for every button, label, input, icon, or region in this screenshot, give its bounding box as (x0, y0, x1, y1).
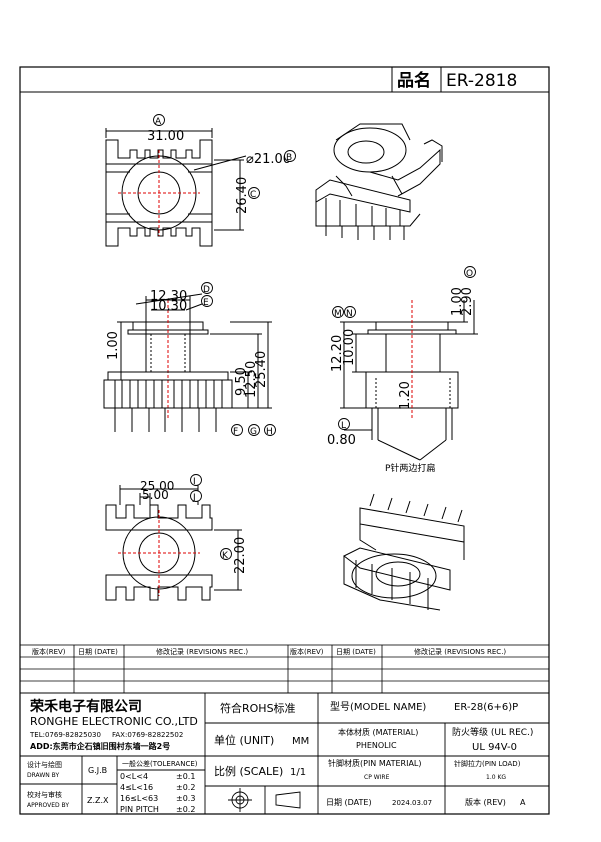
bottom-dim-5-00: 5.00 (142, 488, 169, 502)
unit-label: 单位 (UNIT) (214, 733, 274, 747)
balloon-g: G (250, 427, 257, 437)
scale-value: 1/1 (290, 767, 306, 778)
side-dim-1-20: 1.20 (398, 381, 413, 410)
iso-view-top (315, 123, 443, 240)
pin-load-value: 1.0 KG (486, 774, 506, 781)
front-view (103, 293, 272, 432)
rev-col-rec-left: 修改记录 (REVISIONS REC.) (156, 647, 248, 656)
company-tel: TEL:0769-82825030 (29, 731, 101, 739)
tol-row-1-value: ±0.2 (176, 783, 195, 792)
material-value: PHENOLIC (356, 741, 397, 750)
top-dim-diameter: ⌀21.00 (246, 152, 291, 167)
pin-flatten-note: P针两边打扁 (385, 462, 435, 474)
company-address: ADD:东莞市企石镇旧围村东墙一路2号 (30, 741, 170, 751)
rev-value: A (520, 798, 526, 807)
title-block-grid (19, 692, 550, 815)
drawn-by-label-cn: 设计与绘图 (27, 760, 62, 769)
tolerance-title: 一般公差(TOLERANCE) (122, 759, 198, 768)
tol-row-2-value: ±0.3 (176, 794, 195, 803)
top-dim-height: 26.40 (235, 177, 250, 214)
balloon-d: D (203, 285, 210, 295)
side-dim-2-90: 2.90 (460, 287, 475, 316)
rev-col-rev-right: 版本(REV) (290, 647, 324, 656)
balloon-o: O (466, 269, 473, 279)
front-dim-9-50: 9.50 (234, 367, 249, 396)
rev-label: 版本 (REV) (465, 797, 506, 807)
side-dim-1-00: 1.00 (450, 287, 465, 316)
balloon-b: B (286, 153, 292, 163)
front-dim-12-30: 12.30 (150, 289, 187, 304)
balloon-c: C (250, 190, 256, 200)
side-dim-0-80: 0.80 (327, 433, 356, 448)
top-dim-width: 31.00 (147, 129, 184, 144)
company-name-cn: 荣禾电子有限公司 (29, 698, 142, 715)
company-name-en: RONGHE ELECTRONIC CO.,LTD (30, 715, 198, 728)
company-fax: FAX:0769-82822502 (112, 731, 183, 739)
ul-value: UL 94V-0 (472, 742, 517, 753)
pin-load-label: 针脚拉力(PIN LOAD) (454, 759, 521, 768)
balloon-k: K (222, 551, 229, 561)
bottom-dim-25-00: 25.00 (140, 479, 174, 493)
projection-symbol-icon (228, 788, 301, 812)
side-dim-12-20: 12.20 (330, 335, 345, 372)
part-name-label: 品名 (397, 70, 431, 91)
top-view (105, 128, 247, 247)
material-label: 本体材质 (MATERIAL) (338, 727, 418, 737)
side-view (340, 300, 478, 461)
date-value: 2024.03.07 (392, 799, 432, 807)
tol-row-2-range: 16≤L<63 (120, 794, 158, 803)
bottom-view (105, 485, 242, 601)
balloon-m: M (334, 309, 342, 319)
pin-material-value: CP WIRE (364, 774, 390, 781)
rohs-compliance: 符合ROHS标准 (220, 701, 296, 715)
rev-col-date-right: 日期 (DATE) (336, 648, 376, 656)
scale-label: 比例 (SCALE) (214, 764, 283, 778)
model-label: 型号(MODEL NAME) (330, 700, 426, 713)
balloon-e: E (203, 298, 209, 308)
balloon-a: A (155, 117, 162, 127)
approved-by-label-en: APPROVED BY (27, 802, 69, 809)
front-dim-10-30: 10.30 (150, 299, 187, 314)
front-dim-12-50: 12.50 (244, 361, 259, 398)
approved-by-value: Z.Z.X (87, 796, 109, 805)
tol-row-3-range: PIN PITCH (120, 805, 159, 814)
ul-label: 防火等级 (UL REC.) (452, 726, 533, 738)
drawn-by-value: G.J.B (88, 766, 107, 775)
date-label: 日期 (DATE) (326, 798, 372, 807)
rev-col-rev-left: 版本(REV) (32, 647, 66, 656)
tol-row-1-range: 4≤L<16 (120, 783, 153, 792)
side-dim-10-00: 10.00 (342, 329, 357, 366)
drawn-by-label-en: DRAWN BY (27, 772, 59, 779)
rev-col-rec-right: 修改记录 (REVISIONS REC.) (414, 647, 506, 656)
unit-value: MM (292, 736, 309, 747)
balloon-i: I (193, 477, 196, 487)
pin-material-label: 针脚材质(PIN MATERIAL) (328, 758, 422, 768)
tol-row-3-value: ±0.2 (176, 805, 195, 814)
bottom-dim-22-00: 22.00 (233, 537, 248, 574)
tol-row-0-range: 0<L<4 (120, 772, 148, 781)
model-value: ER-28(6+6)P (454, 702, 518, 713)
approved-by-label-cn: 校对与审核 (27, 790, 62, 799)
iso-view-bottom (343, 493, 465, 611)
balloon-l: L (341, 421, 346, 431)
balloon-h: H (266, 427, 273, 437)
front-dim-25-40: 25.40 (254, 351, 269, 388)
tol-row-0-value: ±0.1 (176, 772, 195, 781)
balloon-n: N (346, 309, 353, 319)
part-number: ER-2818 (446, 71, 517, 91)
front-dim-1-00: 1.00 (106, 331, 121, 360)
rev-col-date-left: 日期 (DATE) (78, 648, 118, 656)
balloon-f: F (233, 427, 238, 437)
balloon-j: J (192, 493, 196, 503)
